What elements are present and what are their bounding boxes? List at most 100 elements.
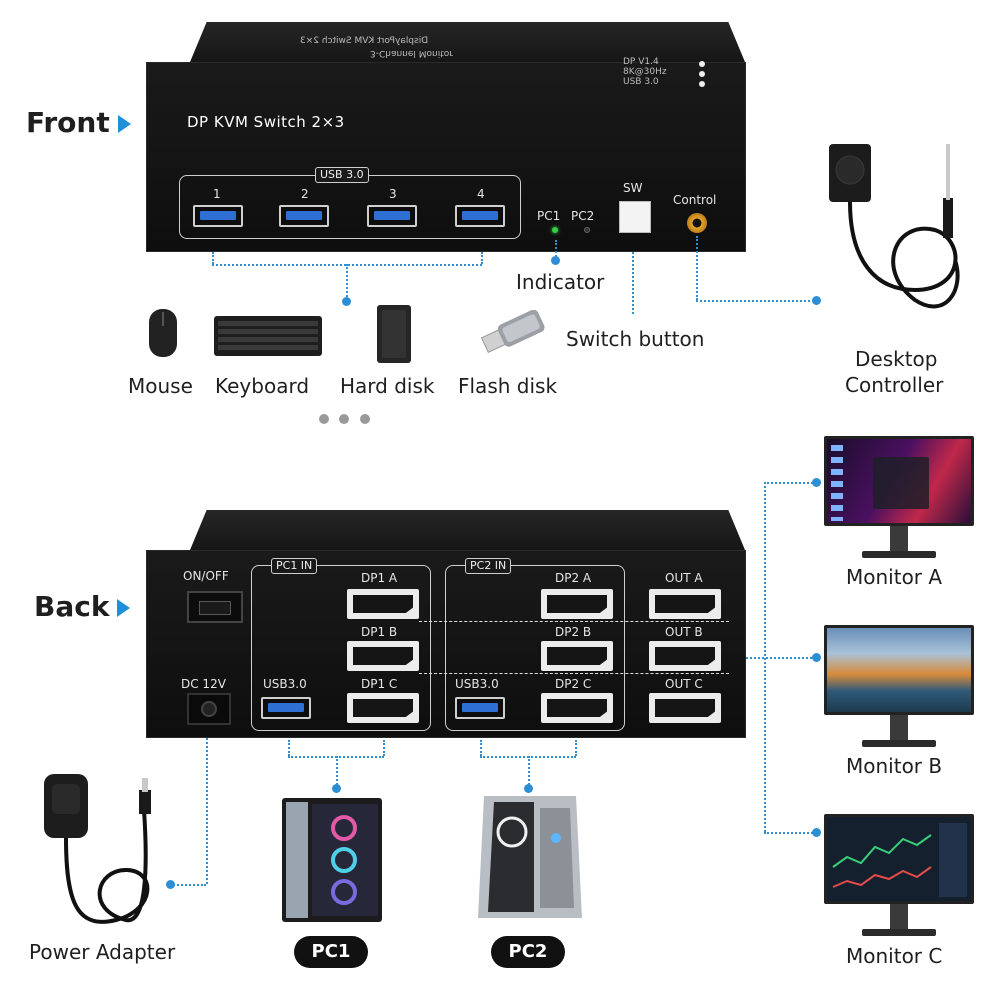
monitor-a-window (873, 457, 929, 509)
monitor-a-line (764, 482, 816, 484)
peripheral-flash-disk-label: Flash disk (458, 374, 558, 398)
more-dot-2 (339, 414, 349, 424)
pc1-dp-b-port[interactable] (347, 641, 419, 671)
pc1-dp-c-label: DP1 C (361, 677, 398, 691)
pc1-dot (332, 784, 341, 793)
pc2-dot (524, 784, 533, 793)
out-c-label: OUT C (665, 677, 703, 691)
out-b-label: OUT B (665, 625, 703, 639)
pc1-in-group (251, 565, 431, 731)
usb-port-1[interactable] (193, 205, 243, 227)
monitor-a-dot (812, 478, 821, 487)
dc-dot (166, 880, 175, 889)
power-switch[interactable] (187, 591, 243, 623)
front-device-body: DP KVM Switch 2×3 DP V1.4 8K@30Hz USB 3.… (146, 57, 746, 252)
monitor-a-stand (890, 526, 908, 552)
monitor-a-icons (831, 445, 843, 521)
pc2-usb-port[interactable] (455, 697, 505, 719)
dc-jack-pin (201, 701, 217, 717)
monitor-a-screen (824, 436, 974, 526)
top-print-line1: DisplayPort KVM Switch 2×3 (300, 36, 429, 46)
spec-led-3 (699, 81, 705, 87)
pc1-in-label: PC1 IN (271, 558, 318, 574)
pc1-dp-a-port[interactable] (347, 589, 419, 619)
pc2-dp-a-port[interactable] (541, 589, 613, 619)
usb-port-4[interactable] (455, 205, 505, 227)
pc2-image (478, 796, 582, 918)
keyboard-icon (214, 316, 322, 356)
power-switch-rocker (199, 601, 231, 615)
switch-button-callout: Switch button (566, 327, 705, 351)
control-line-h (696, 300, 814, 302)
pc1-dp-c-port[interactable] (347, 693, 419, 723)
indicator-callout: Indicator (516, 270, 605, 294)
route-line-a (419, 621, 729, 622)
pc1-usb-port[interactable] (261, 697, 311, 719)
indicator-dot (551, 256, 560, 265)
control-jack[interactable] (687, 213, 707, 233)
pc2-bracket-right (575, 740, 577, 756)
power-adapter-label: Power Adapter (29, 940, 176, 964)
usb-port-3-label: 3 (389, 187, 397, 201)
route-line-b (419, 673, 729, 674)
monitor-c (824, 814, 974, 938)
control-label: Control (673, 193, 717, 207)
pc2-bracket-left (480, 740, 482, 756)
pc2-label: PC2 (491, 936, 565, 968)
monitor-c-screen (824, 814, 974, 904)
pc1-dp-a-label: DP1 A (361, 571, 398, 585)
monitor-b-stand (890, 715, 908, 741)
desktop-controller-label-1: Desktop (855, 347, 938, 371)
pc2-dp-b-port[interactable] (541, 641, 613, 671)
pc2-in-group (445, 565, 625, 731)
monitor-c-base (862, 929, 936, 936)
usb-port-2[interactable] (279, 205, 329, 227)
monitor-c-chart (832, 823, 967, 897)
indicator-pc2-label: PC2 (571, 209, 595, 223)
pc2-dp-b-label: DP2 B (555, 625, 592, 639)
control-line-v (696, 236, 698, 300)
pc2-usb-label: USB3.0 (455, 677, 499, 691)
out-b-port[interactable] (649, 641, 721, 671)
pc2-bracket-stem (528, 756, 530, 788)
dc-jack[interactable] (187, 693, 231, 725)
out-a-label: OUT A (665, 571, 703, 585)
dc-line-h (170, 884, 206, 886)
out-c-port[interactable] (649, 693, 721, 723)
pc2-dp-c-port[interactable] (541, 693, 613, 723)
pc1-bracket-right (383, 740, 385, 756)
spec-led-1 (699, 61, 705, 67)
monitor-b-screen (824, 625, 974, 715)
indicator-line (555, 240, 557, 264)
monitor-a-base (862, 551, 936, 558)
indicator-pc1-label: PC1 (537, 209, 561, 223)
usb-port-2-label: 2 (301, 187, 309, 201)
monitor-b-dot (812, 653, 821, 662)
switch-label: SW (623, 181, 643, 195)
monitor-b-label: Monitor B (846, 754, 943, 778)
desktop-controller-image (829, 144, 960, 309)
spec-line-3: USB 3.0 (623, 77, 659, 87)
back-device-top (190, 510, 745, 550)
front-section-label: Front (26, 106, 131, 139)
pc1-bracket-left (288, 740, 290, 756)
monitor-c-dot (812, 828, 821, 837)
more-dot-1 (319, 414, 329, 424)
out-a-port[interactable] (649, 589, 721, 619)
indicator-pc1-led (552, 227, 558, 233)
more-dot-3 (360, 414, 370, 424)
pc1-usb-label: USB3.0 (263, 677, 307, 691)
usb-port-3[interactable] (367, 205, 417, 227)
power-adapter-image (44, 774, 151, 924)
play-arrow-icon (117, 599, 131, 617)
peripheral-mouse-label: Mouse (128, 374, 193, 398)
switch-button[interactable] (619, 201, 651, 233)
top-print-line2: 3-Channel Monitor (370, 48, 453, 58)
monitor-b (824, 625, 974, 749)
back-device-body: ON/OFF DC 12V PC1 IN DP1 A DP1 B DP1 C U… (146, 550, 746, 738)
monitor-a (824, 436, 974, 560)
usb-bracket-stem (346, 264, 348, 300)
usb-bracket-left (212, 252, 214, 264)
play-arrow-icon (117, 115, 131, 133)
usb-bracket-right (481, 252, 483, 264)
